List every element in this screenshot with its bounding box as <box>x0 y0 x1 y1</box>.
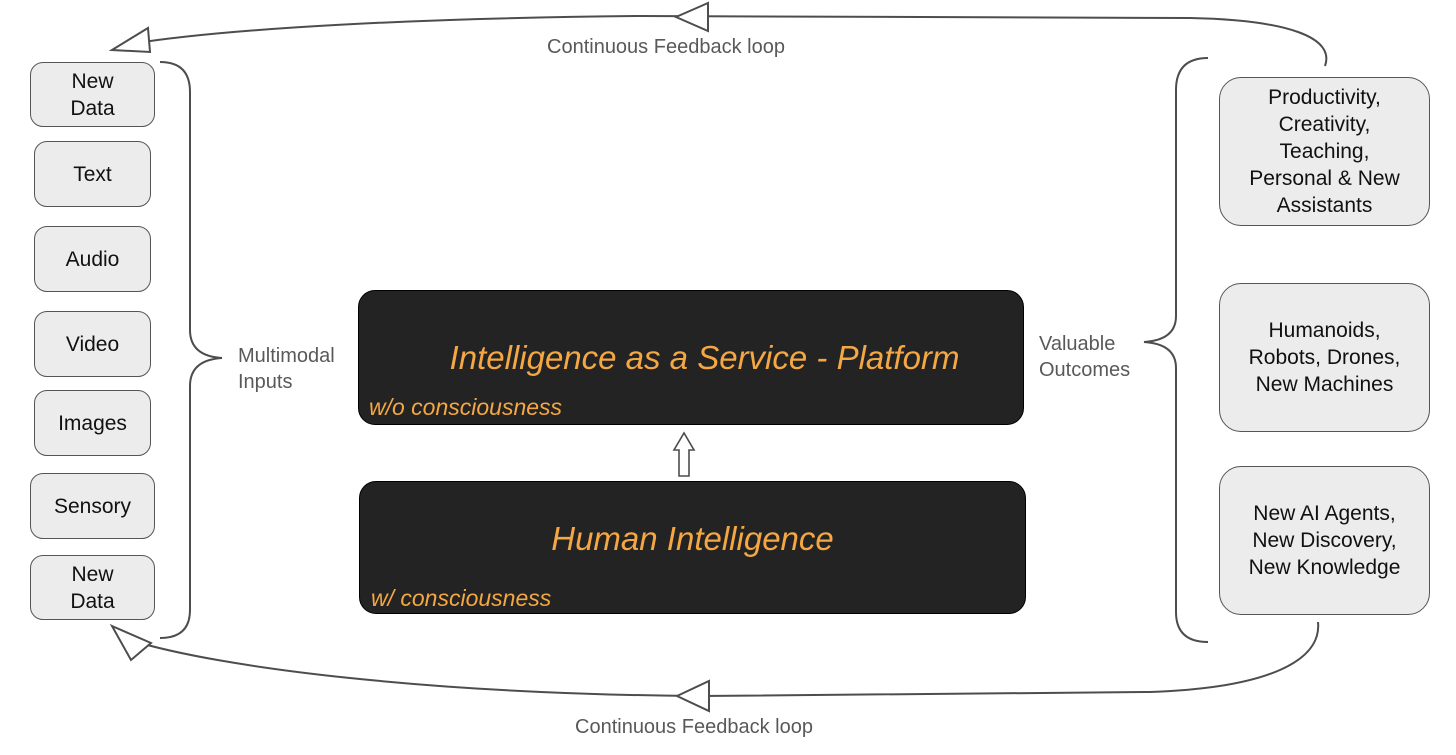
input-text: Text <box>34 141 151 207</box>
feedback-arrow-top-end <box>108 26 152 54</box>
feedback-label-top: Continuous Feedback loop <box>547 36 785 58</box>
input-new-data-top: New Data <box>30 62 155 127</box>
input-images: Images <box>34 390 151 456</box>
platform-panel: Intelligence as a Service - Platform w/o… <box>358 290 1024 425</box>
feedback-arrow-bottom-mid <box>674 679 710 713</box>
inputs-brace <box>159 61 223 639</box>
feedback-label-bottom: Continuous Feedback loop <box>575 716 813 738</box>
human-intelligence-panel: Human Intelligence w/ consciousness <box>359 481 1026 614</box>
input-video: Video <box>34 311 151 377</box>
input-new-data-bottom: New Data <box>30 555 155 620</box>
outcome-assistants: Productivity, Creativity, Teaching, Pers… <box>1219 77 1430 226</box>
multimodal-inputs-label: Multimodal Inputs <box>238 345 335 393</box>
input-sensory: Sensory <box>30 473 155 539</box>
feedback-loop-bottom-line <box>129 621 1320 698</box>
feedback-loop-top-line <box>129 14 1328 67</box>
outcomes-brace <box>1143 57 1209 643</box>
human-intelligence-title: Human Intelligence <box>551 520 834 557</box>
outcome-knowledge: New AI Agents, New Discovery, New Knowle… <box>1219 466 1430 615</box>
platform-subtitle: w/o consciousness <box>369 394 563 420</box>
feedback-arrow-bottom-end <box>109 623 153 662</box>
platform-title: Intelligence as a Service - Platform <box>449 339 960 376</box>
outcome-machines: Humanoids, Robots, Drones, New Machines <box>1219 283 1430 432</box>
human-intelligence-subtitle: w/ consciousness <box>371 585 552 611</box>
feedback-arrow-top-mid <box>673 1 709 33</box>
input-audio: Audio <box>34 226 151 292</box>
valuable-outcomes-label: Valuable Outcomes <box>1039 333 1131 381</box>
up-arrow <box>672 431 696 477</box>
